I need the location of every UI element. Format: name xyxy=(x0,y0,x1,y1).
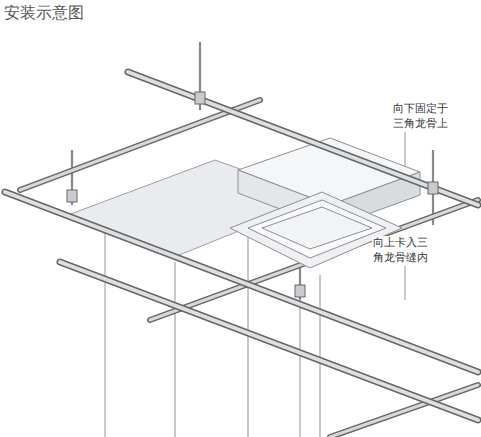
callout-note: 向下固定于三角龙骨上 xyxy=(392,102,456,132)
diagram-title: 安装示意图 xyxy=(4,3,84,24)
main-rods xyxy=(5,72,478,420)
hangers xyxy=(67,92,438,297)
cross-rails xyxy=(20,100,478,437)
callout-note: 向上卡入三角龙骨缝内 xyxy=(372,236,436,266)
